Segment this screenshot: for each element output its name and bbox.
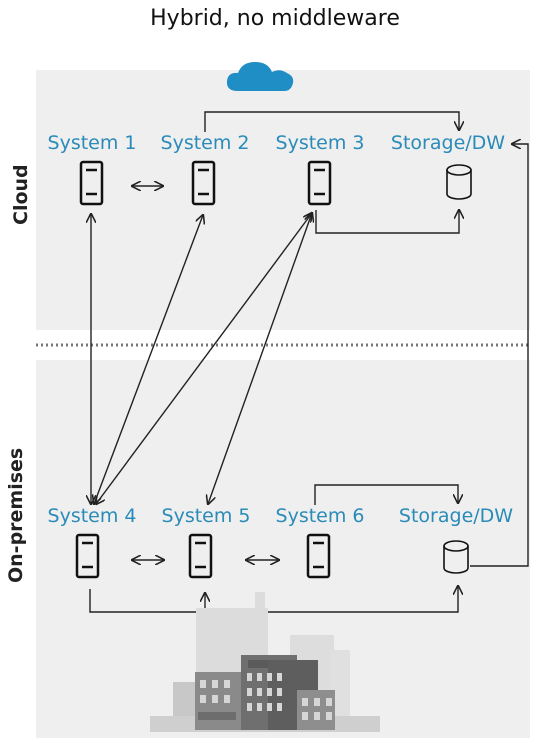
- system-5-label: System 5: [161, 505, 251, 527]
- onprem-storage-label: Storage/DW: [398, 505, 514, 527]
- link-onprem-storage-cloud: [470, 144, 529, 567]
- link-s3-s4: [96, 213, 312, 504]
- server-icon-system-3: [307, 160, 332, 206]
- cloud-icon: [226, 62, 294, 91]
- cloud-storage-label: Storage/DW: [390, 132, 506, 154]
- link-bottom-bus: [89, 586, 458, 613]
- database-icon-onprem: [443, 540, 469, 574]
- link-s2-s4: [94, 215, 203, 504]
- system-6-label: System 6: [275, 505, 365, 527]
- link-s2-storage: [204, 111, 459, 132]
- server-icon-system-1: [79, 160, 104, 206]
- city-buildings-icon: [150, 592, 380, 732]
- link-s3-storage: [315, 210, 459, 234]
- system-4-label: System 4: [47, 505, 137, 527]
- system-1-label: System 1: [47, 132, 137, 154]
- server-icon-system-5: [188, 533, 213, 579]
- system-2-label: System 2: [160, 132, 250, 154]
- link-s6-storage: [314, 484, 458, 505]
- system-3-label: System 3: [275, 132, 365, 154]
- server-icon-system-4: [75, 533, 100, 579]
- server-icon-system-6: [306, 533, 331, 579]
- diagram-title: Hybrid, no middleware: [150, 6, 400, 31]
- database-icon-cloud: [446, 164, 472, 200]
- server-icon-system-2: [191, 160, 216, 206]
- link-s3-s5: [208, 213, 312, 504]
